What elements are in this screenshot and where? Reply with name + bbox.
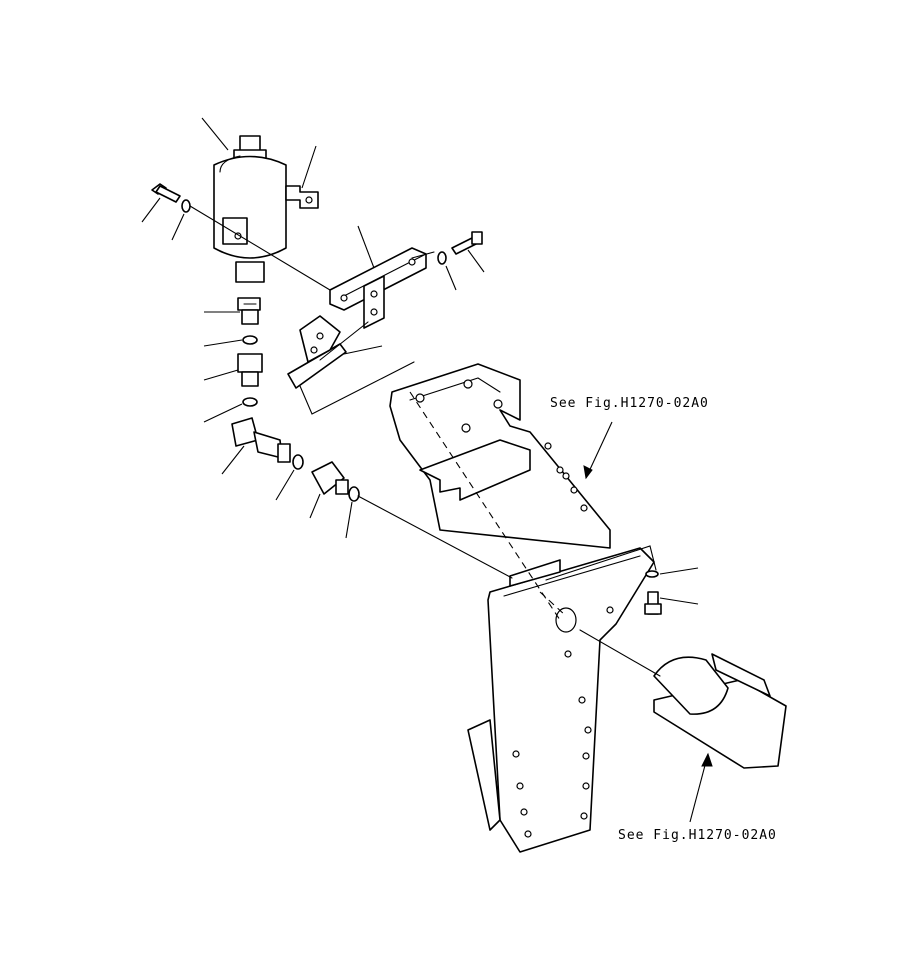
bolt-left bbox=[151, 183, 191, 213]
fitting-elbow-top bbox=[237, 297, 261, 325]
valve-block bbox=[653, 653, 787, 769]
valve-bracket bbox=[287, 315, 347, 389]
fitting-adapter bbox=[237, 353, 263, 387]
o-ring-3 bbox=[292, 454, 304, 470]
leader-lines bbox=[141, 117, 699, 605]
bolt-right bbox=[437, 231, 483, 265]
o-ring-2 bbox=[242, 397, 258, 407]
elbow-fitting bbox=[231, 417, 291, 463]
o-ring-4 bbox=[348, 486, 360, 502]
main-plate bbox=[467, 547, 655, 853]
bolt-plate bbox=[644, 570, 662, 615]
reference-arrow-lower bbox=[689, 752, 713, 823]
mounting-bracket bbox=[329, 247, 427, 329]
reference-label-lower: See Fig.H1270-02A0 bbox=[618, 828, 777, 843]
union-fitting bbox=[311, 461, 349, 495]
accumulator bbox=[213, 135, 287, 283]
reference-arrow-upper bbox=[583, 421, 613, 480]
upper-housing bbox=[389, 363, 611, 549]
band-clamp bbox=[285, 185, 319, 209]
o-ring-1 bbox=[242, 335, 258, 345]
reference-label-upper: See Fig.H1270-02A0 bbox=[550, 396, 709, 411]
